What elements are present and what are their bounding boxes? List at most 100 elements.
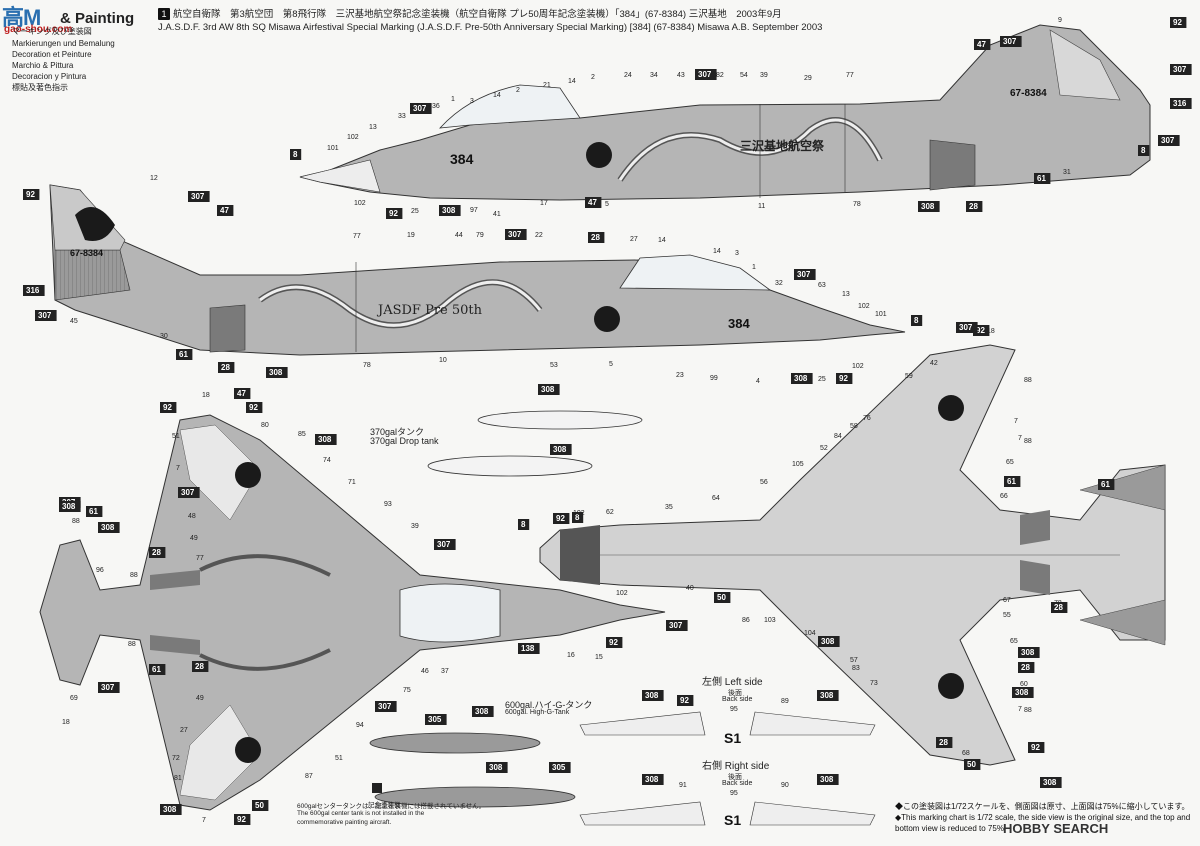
callout-box (1028, 742, 1045, 753)
drop-tanks (369, 410, 643, 808)
callout-label: 88 (130, 572, 138, 579)
callout-box (160, 402, 177, 413)
drop-tank-caption-jp: 370galタンク (370, 427, 425, 437)
callout-label: 61 (152, 665, 161, 674)
callout-label: 78 (853, 201, 861, 208)
callout-box (505, 229, 527, 240)
side-view-left: JASDF Pre 50th 384 67-8384 (49, 184, 906, 356)
callout-label: 18 (987, 328, 995, 335)
scale-note-en1: ◆This marking chart is 1/72 scale, the s… (895, 813, 1191, 822)
callout-box (836, 373, 853, 384)
center-tank-note-jp: 600galセンタータンクは、記念塗装機には搭載されていません。 (297, 803, 486, 810)
callout-label: 92 (609, 638, 618, 647)
callout-label: 54 (740, 72, 748, 79)
callout-label: 92 (249, 403, 258, 412)
callout-label: 25 (818, 376, 826, 383)
callout-label: 63 (818, 282, 826, 289)
callout-label: 50 (717, 593, 726, 602)
callout-box (1000, 36, 1022, 47)
callout-label: 96 (96, 567, 104, 574)
callout-label: 308 (921, 202, 935, 211)
callout-box (290, 149, 302, 160)
callout-label: 3 (735, 250, 739, 257)
callout-box (1170, 17, 1187, 28)
callout-label: 95 (730, 790, 738, 797)
callout-label: 50 (967, 760, 976, 769)
callout-label: 36 (432, 103, 440, 110)
left-side-label: 左側 Left side (702, 677, 763, 688)
callout-box (1018, 647, 1040, 658)
callout-label: 316 (26, 286, 40, 295)
callout-label: 48 (188, 513, 196, 520)
callout-label: 88 (128, 641, 136, 648)
callout-box (218, 362, 235, 373)
side-tail-number: 67-8384 (1010, 88, 1047, 99)
callout-label: 11 (758, 203, 765, 210)
callout-label: 7 (1014, 418, 1018, 425)
callout-label: 1 (752, 264, 756, 271)
callout-box (572, 512, 584, 523)
callout-label: 49 (190, 535, 198, 542)
site-watermark: 高M (2, 5, 41, 30)
callout-label: 102 (354, 200, 366, 207)
callout-label: 307 (413, 104, 427, 113)
language-title-es: Decoracion y Pintura (12, 72, 87, 81)
callout-label: 68 (962, 750, 970, 757)
side-tail-number-left: 67-8384 (70, 248, 103, 258)
callout-label: 81 (174, 775, 182, 782)
callout-label: 316 (1173, 99, 1187, 108)
callout-label: 82 (716, 72, 724, 79)
callout-label: 8 (293, 150, 298, 159)
callout-label: 42 (930, 360, 938, 367)
callout-label: 88 (1024, 707, 1032, 714)
callout-box (588, 232, 605, 243)
callout-box (518, 519, 530, 530)
callout-label: 102 (858, 303, 870, 310)
callout-box (714, 592, 731, 603)
callout-label: 53 (550, 362, 558, 369)
language-title-de: Markierungen und Bemalung (12, 39, 115, 48)
page-title: & Painting (60, 10, 135, 27)
callout-box (35, 310, 57, 321)
callout-label: 57 (850, 657, 858, 664)
callout-label: 95 (730, 706, 738, 713)
callout-label: 101 (875, 311, 887, 318)
roundel-top-lower (235, 737, 261, 763)
callout-box (1170, 64, 1192, 75)
callout-label: 19 (407, 232, 415, 239)
top-view (39, 414, 666, 811)
callout-label: 7 (1018, 435, 1022, 442)
center-tank-caption-jp: 600gal.ハイ-G-タンク (505, 700, 593, 710)
callout-box (817, 774, 839, 785)
callout-label: 104 (804, 630, 816, 637)
callout-label: 16 (567, 652, 575, 659)
drop-tank-caption-en: 370gal Drop tank (370, 436, 439, 446)
callout-label: 307 (38, 311, 52, 320)
right-back-label-jp: 後面 (728, 774, 742, 781)
callout-box (23, 189, 40, 200)
callout-label: 14 (568, 78, 576, 85)
callout-box (550, 444, 572, 455)
callout-label: 28 (939, 738, 948, 747)
callout-label: 92 (389, 209, 398, 218)
callout-label: 105 (792, 461, 804, 468)
callout-box (791, 373, 813, 384)
callout-label: 61 (1037, 174, 1046, 183)
callout-label: 72 (172, 755, 180, 762)
callout-label: 102 (573, 510, 585, 517)
callout-label: 86 (742, 617, 750, 624)
callout-box (234, 814, 251, 825)
callout-label: 41 (493, 211, 501, 218)
callout-label: 29 (804, 75, 812, 82)
callout-label: 92 (1031, 743, 1040, 752)
callout-label: 308 (269, 368, 283, 377)
callout-label: 5 (605, 201, 609, 208)
callout-box (1012, 687, 1034, 698)
callout-box (518, 643, 540, 654)
left-back-label-jp: 後面 (728, 690, 742, 697)
callout-label: 55 (1003, 612, 1011, 619)
callout-box (425, 714, 447, 725)
callout-label: 308 (1015, 688, 1029, 697)
